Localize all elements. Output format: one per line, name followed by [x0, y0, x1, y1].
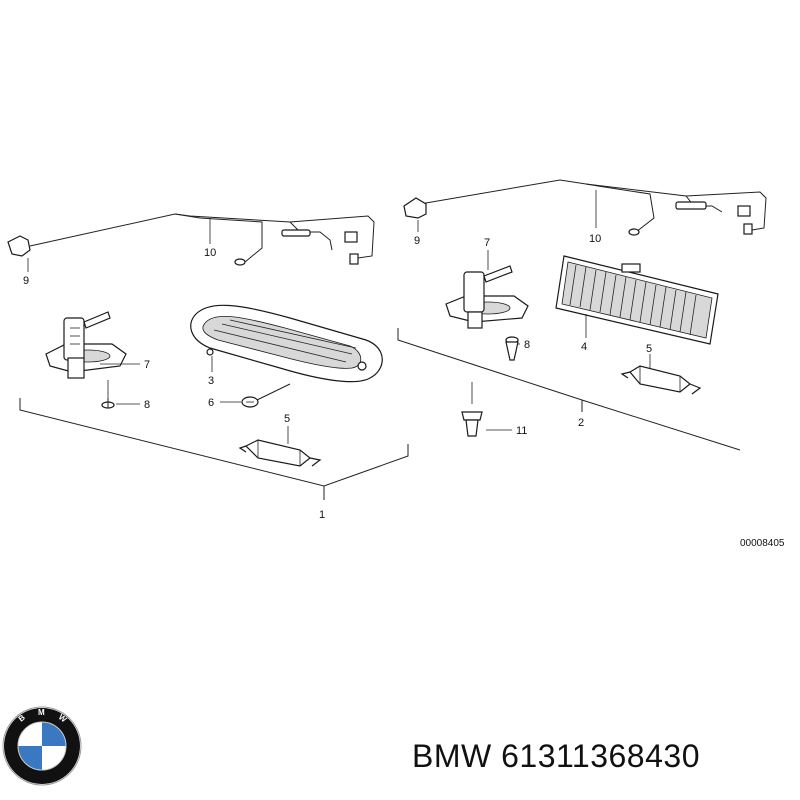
- lens-screw: [241, 383, 291, 408]
- lamp-cover: [555, 255, 719, 345]
- callout-10-left: 10: [204, 247, 216, 259]
- screw-right: [505, 336, 519, 361]
- callout-3: 3: [208, 375, 214, 387]
- callout-7-left: 7: [144, 359, 150, 371]
- callout-9-left: 9: [23, 275, 29, 287]
- callout-10-right: 10: [589, 233, 601, 245]
- callout-4: 4: [581, 341, 587, 353]
- callout-9-right: 9: [414, 235, 420, 247]
- svg-text:B: B: [17, 713, 27, 724]
- callout-8-right: 8: [524, 339, 530, 351]
- callout-7-right: 7: [484, 237, 490, 249]
- lamp-holder-left: [45, 311, 127, 379]
- assembly-bracket-left: [19, 398, 409, 500]
- screw-left: [101, 380, 115, 409]
- callout-8-left: 8: [144, 399, 150, 411]
- callout-2: 2: [578, 417, 584, 429]
- bmw-logo: B M W: [2, 706, 82, 786]
- wiring-harness-left: [7, 213, 375, 266]
- callout-6: 6: [208, 397, 214, 409]
- diagram-reference-code: 00008405: [740, 538, 785, 549]
- svg-text:M: M: [38, 708, 45, 717]
- festoon-bulb-left: [238, 439, 322, 467]
- festoon-bulb-right: [620, 365, 702, 395]
- expanding-clip: [461, 382, 483, 437]
- lamp-lens: [190, 304, 383, 383]
- callout-5-left: 5: [284, 413, 290, 425]
- lamp-holder-right: [445, 265, 529, 329]
- wiring-harness-right: [403, 179, 767, 236]
- svg-text:W: W: [57, 712, 69, 724]
- callout-1: 1: [319, 509, 325, 521]
- callout-5-right: 5: [646, 343, 652, 355]
- assembly-bracket-right: [397, 328, 741, 451]
- callout-11: 11: [516, 425, 527, 437]
- part-number-caption: BMW 61311368430: [412, 738, 700, 774]
